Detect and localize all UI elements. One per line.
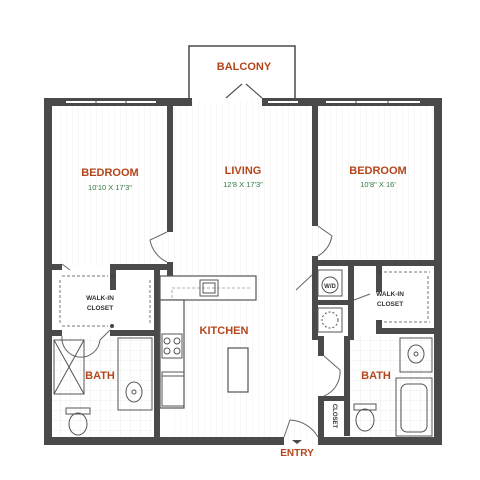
window-mullions [95,98,389,106]
living-label: LIVING [225,165,262,177]
bath-right-floor [344,336,432,440]
balcony-label: BALCONY [217,61,272,73]
walkin-closet-left-label-1: WALK-IN [86,295,114,302]
vanity-sink-left-icon [117,337,153,411]
bath-right-label: BATH [361,370,391,382]
bedroom-right-dimension: 10'8" X 16' [360,180,396,189]
vanity-sink-right-icon [399,337,433,373]
interior-walls [52,106,434,442]
stove-icon [161,333,183,359]
kitchen-sink-icon [199,279,219,297]
entry-label: ENTRY [280,448,314,459]
balcony-railing [188,45,296,98]
closet-rods [59,271,430,327]
refrigerator-icon [161,371,185,407]
balcony-door [225,83,263,99]
bedroom-left-label: BEDROOM [81,167,138,179]
door-swings [61,225,371,438]
bedroom-right-floor [316,106,434,266]
bathtub-icon [395,377,433,437]
water-heater-icon [317,307,343,333]
closet-label: CLOSET [331,404,337,429]
walkin-closet-left-label-2: CLOSET [87,305,113,312]
bedroom-left-dimension: 10'10 X 17'3" [88,183,132,192]
kitchen-counter-dashes [171,287,250,298]
bath-left-label: BATH [85,370,115,382]
toilet-left-icon [65,407,91,436]
living-dimension: 12'8 X 17'3" [223,180,263,189]
walkin-closet-right-label-2: CLOSET [377,301,403,308]
washer-dryer-icon [317,269,343,297]
shower-icon [53,339,85,395]
washer-dryer-label: W/D [324,284,336,290]
closet-rod-ends [110,270,382,328]
toilet-right-icon [353,403,377,432]
kitchen-island [227,347,249,393]
entry-arrow-icon [292,440,302,444]
bedroom-right-label: BEDROOM [349,165,406,177]
walkin-closet-right-label-1: WALK-IN [376,291,404,298]
kitchen-label: KITCHEN [200,325,249,337]
balcony-floor [189,46,295,98]
